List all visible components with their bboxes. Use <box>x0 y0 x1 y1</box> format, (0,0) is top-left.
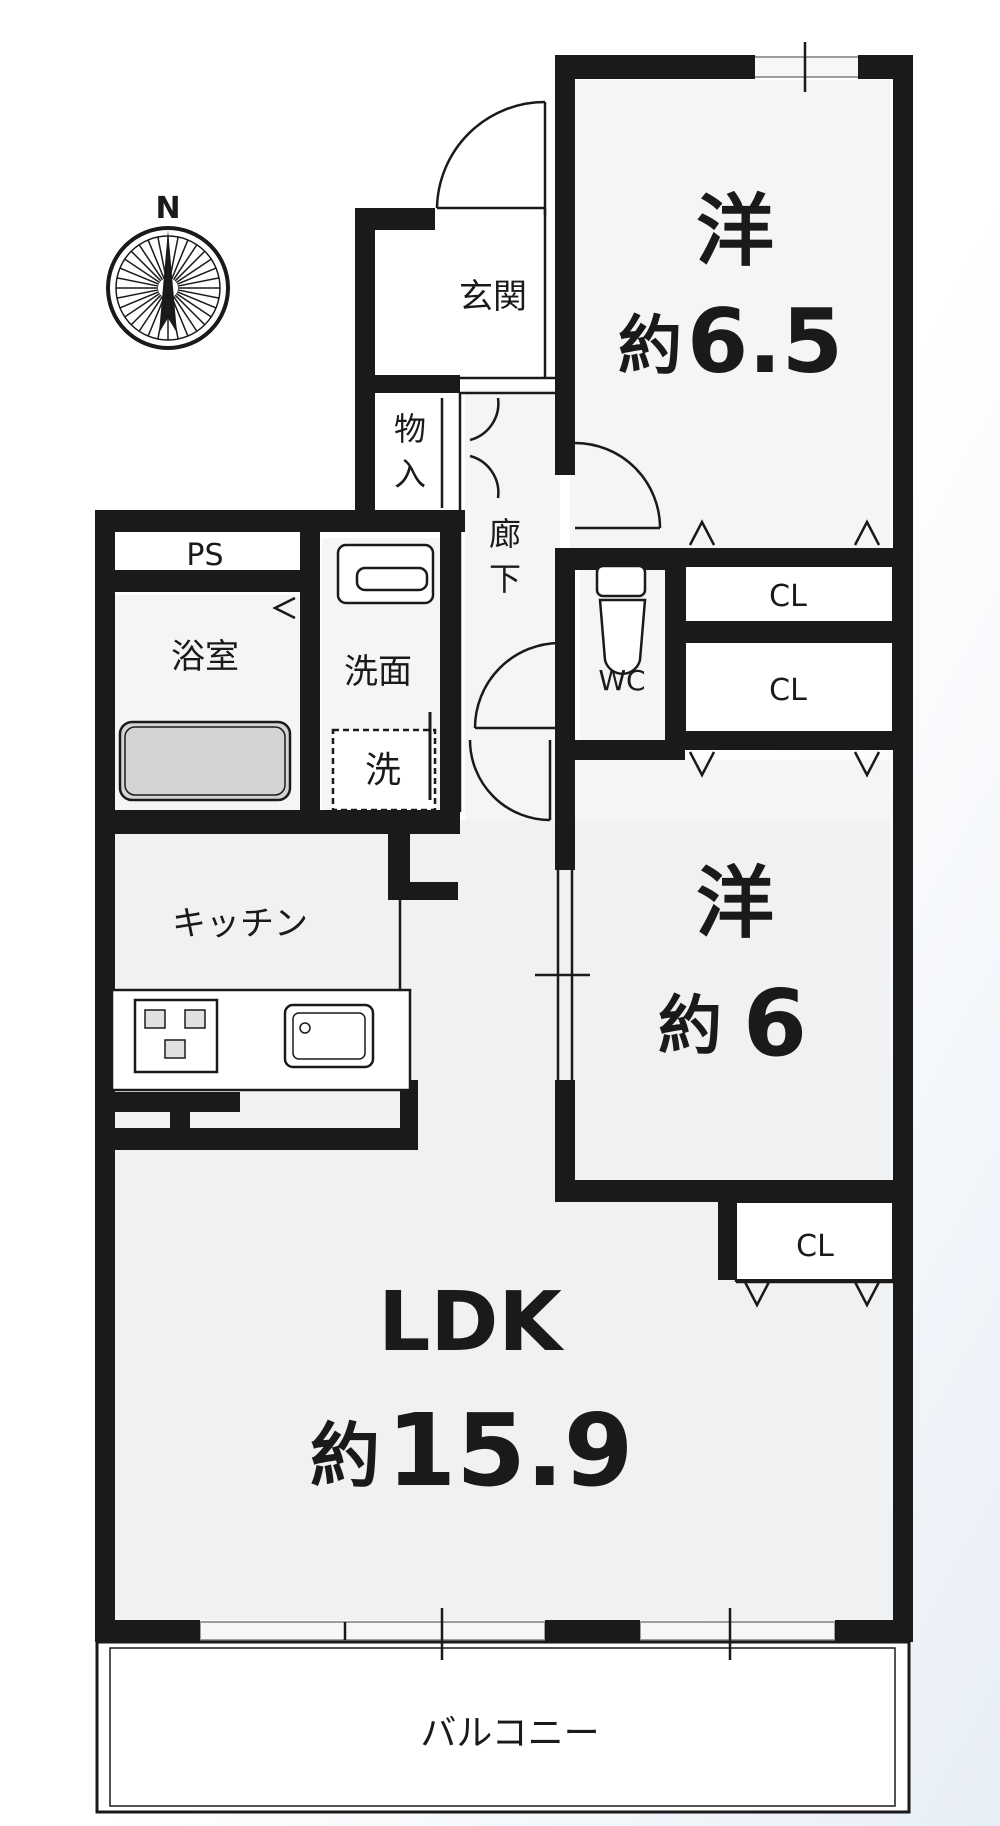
balcony-label: バルコニー <box>420 1713 599 1754</box>
western-room-1-name: 洋 <box>696 187 774 277</box>
kitchen-floor <box>112 835 397 995</box>
ldk-prefix: 約 <box>310 1415 380 1497</box>
compass-ray <box>177 277 220 287</box>
western-room-2-prefix: 約 <box>658 990 722 1064</box>
walls <box>95 55 913 1642</box>
washer-label: 洗 <box>365 750 401 791</box>
entrance-label: 玄関 <box>459 277 527 317</box>
washing-machine-icon <box>331 728 437 812</box>
compass-ray <box>138 244 164 281</box>
window-ldk-right <box>639 1621 836 1641</box>
western-room-1-size: 6.5 <box>687 290 843 393</box>
compass-ray <box>175 292 212 318</box>
sink-icon <box>283 1003 375 1069</box>
toilet-bowl-icon <box>598 598 647 676</box>
compass-ray <box>175 258 212 284</box>
hallway-floor <box>465 390 560 820</box>
bathtub-icon <box>118 720 292 802</box>
compass-ray <box>138 295 164 332</box>
ps-label: PS <box>186 538 223 573</box>
ps-floor <box>112 538 302 570</box>
washroom-label: 洗面 <box>344 652 412 692</box>
compass-ray <box>116 289 159 299</box>
compass-ray <box>174 250 206 282</box>
compass-ray <box>116 277 159 287</box>
compass-ray <box>119 291 160 309</box>
western-room-2-size: 6 <box>743 970 807 1077</box>
hallway-label-2: 下 <box>489 560 521 598</box>
entrance-floor <box>430 220 560 380</box>
compass-ray <box>176 291 217 309</box>
compass-icon <box>106 226 230 350</box>
compass-ray <box>147 296 165 337</box>
western-room-2-name: 洋 <box>696 859 774 949</box>
compass-ray <box>124 258 161 284</box>
storage-floor <box>380 395 442 507</box>
closet-3-label: CL <box>796 1229 834 1264</box>
compass-ray <box>171 239 189 280</box>
toilet-tank-icon <box>595 564 647 598</box>
window-ldk-left <box>199 1621 546 1641</box>
kitchen-label: キッチン <box>172 904 308 944</box>
toilet-label: WC <box>598 664 645 697</box>
compass-ray <box>172 295 198 332</box>
storage-label-1: 物 <box>394 410 426 448</box>
western-room-1-prefix: 約 <box>618 310 682 384</box>
closet-1-label: CL <box>769 579 807 614</box>
hallway-label-1: 廊 <box>489 515 521 553</box>
closet-2-label: CL <box>769 673 807 708</box>
compass-ray <box>171 296 189 337</box>
closet-door-markers <box>272 519 881 1308</box>
compass-ray <box>176 267 217 285</box>
compass-ray <box>147 239 165 280</box>
compass-ray <box>177 289 220 299</box>
window-top <box>751 56 863 78</box>
ldk-size: 15.9 <box>387 1392 634 1509</box>
ldk-name: LDK <box>378 1275 565 1370</box>
compass-ray <box>124 292 161 318</box>
fixtures <box>118 543 647 1074</box>
windows <box>199 56 863 1641</box>
compass-north-label: N <box>155 191 180 226</box>
compass-ray <box>172 244 198 281</box>
storage-label-2: 入 <box>394 455 426 493</box>
bathroom-label: 浴室 <box>171 637 239 677</box>
compass-ray <box>130 294 162 326</box>
compass-ray <box>174 294 206 326</box>
western-room-1-floor <box>570 80 890 550</box>
compass-ray <box>130 250 162 282</box>
compass-ray <box>119 267 160 285</box>
thin-lines <box>95 42 911 1814</box>
